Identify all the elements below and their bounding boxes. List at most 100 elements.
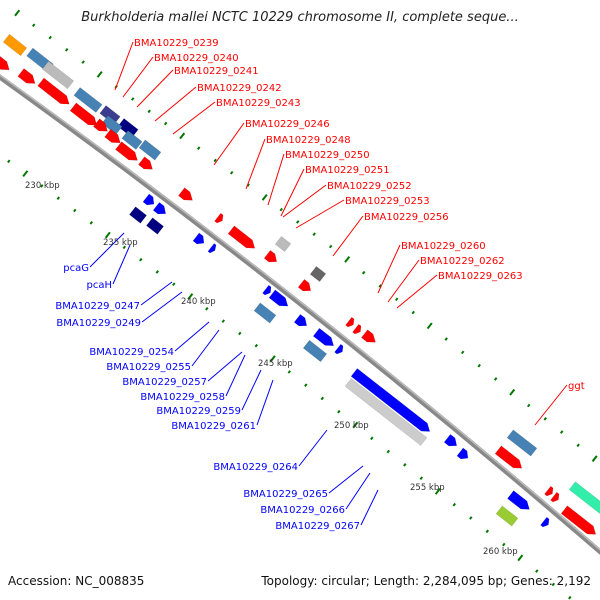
gene-feature[interactable] [227,225,258,252]
gene-label[interactable]: BMA10229_0261 [171,421,256,432]
gene-label[interactable]: BMA10229_0264 [213,462,298,473]
gene-feature[interactable] [138,139,162,161]
tick-mark [477,363,481,368]
gene-label[interactable]: BMA10229_0254 [89,347,174,358]
tick-mark [122,245,127,250]
backbone-highlight [0,74,600,551]
gene-label[interactable]: BMA10229_0246 [245,119,330,130]
gene-feature[interactable] [443,434,460,449]
tick-mark [22,170,29,177]
gene-label[interactable]: BMA10229_0256 [364,212,449,223]
gene-feature[interactable] [17,68,38,88]
label-leader-line [154,86,197,122]
gene-feature[interactable] [456,447,471,462]
gene-feature[interactable] [0,55,12,74]
gene-feature[interactable] [104,128,124,147]
gene-label[interactable]: BMA10229_0267 [275,521,360,532]
gene-feature[interactable] [263,250,280,265]
gene-label[interactable]: BMA10229_0257 [122,377,207,388]
tick-mark [14,9,21,17]
gene-feature[interactable] [568,481,600,515]
gene-feature[interactable] [146,217,164,235]
gene-label[interactable]: pcaG [63,263,89,274]
label-leader-line [256,379,274,426]
gene-feature[interactable] [312,327,336,349]
gene-feature[interactable] [69,102,100,129]
gene-feature[interactable] [41,60,75,90]
gene-label[interactable]: BMA10229_0240 [154,53,239,64]
gene-feature[interactable] [506,429,538,457]
gene-feature[interactable] [274,236,292,252]
gene-feature[interactable] [560,505,599,539]
gene-label[interactable]: BMA10229_0262 [420,256,505,267]
gene-feature[interactable] [262,284,274,297]
gene-feature[interactable] [309,266,327,282]
tick-mark [469,516,473,520]
gene-feature[interactable] [297,279,314,294]
gene-feature[interactable] [129,206,147,224]
gene-feature[interactable] [142,193,157,208]
gene-feature[interactable] [540,516,552,529]
gene-feature[interactable] [37,77,73,108]
ruler-label: 245 kbp [258,359,293,369]
gene-feature[interactable] [253,302,277,324]
gene-label[interactable]: BMA10229_0255 [106,362,191,373]
gene-feature[interactable] [494,445,525,472]
label-leader-line [140,281,173,306]
gene-label[interactable]: BMA10229_0266 [260,505,345,516]
gene-label[interactable]: BMA10229_0260 [401,241,486,252]
gene-feature[interactable] [2,33,28,57]
gene-label[interactable]: pcaH [87,280,113,291]
gene-label[interactable]: BMA10229_0263 [438,271,523,282]
gene-feature[interactable] [550,491,562,504]
gene-feature[interactable] [178,187,195,204]
gene-feature[interactable] [507,490,532,514]
gene-label[interactable]: ggt [568,381,585,392]
gene-feature[interactable] [352,323,364,336]
gene-feature[interactable] [302,339,328,363]
tick-mark [196,146,201,150]
tick-mark [361,270,366,275]
gene-feature[interactable] [73,87,103,113]
gene-feature[interactable] [207,243,218,255]
tick-mark [403,463,407,467]
gene-feature[interactable] [350,368,433,436]
tick-mark [543,416,547,421]
gene-label[interactable]: BMA10229_0242 [197,83,282,94]
gene-label[interactable]: BMA10229_0247 [55,301,140,312]
gene-label[interactable]: BMA10229_0265 [243,489,328,500]
gene-feature[interactable] [152,202,169,217]
gene-feature[interactable] [121,130,143,150]
gene-label[interactable]: BMA10229_0249 [56,318,141,329]
gene-label[interactable]: BMA10229_0259 [156,406,241,417]
gene-feature[interactable] [344,378,428,446]
gene-feature[interactable] [495,505,519,527]
tick-mark [493,377,498,381]
gene-feature[interactable] [115,141,140,165]
gene-feature[interactable] [293,314,310,329]
gene-feature[interactable] [93,118,110,135]
gene-label[interactable]: BMA10229_0252 [327,181,412,192]
gene-feature[interactable] [544,485,556,498]
gene-label[interactable]: BMA10229_0253 [345,196,430,207]
ruler-label: 260 kbp [483,547,518,557]
gene-label[interactable]: BMA10229_0243 [216,98,301,109]
tick-mark [419,476,424,480]
tick-mark [96,71,103,78]
tick-mark [279,207,283,212]
gene-label[interactable]: BMA10229_0258 [140,392,225,403]
gene-label[interactable]: BMA10229_0241 [174,66,259,77]
gene-feature[interactable] [214,212,226,225]
tick-mark [460,350,465,355]
gene-label[interactable]: BMA10229_0248 [266,135,351,146]
gene-feature[interactable] [268,289,291,310]
genome-backbone [0,74,600,555]
gene-label[interactable]: BMA10229_0250 [285,150,370,161]
gene-feature[interactable] [138,156,155,173]
gene-feature[interactable] [192,232,207,247]
gene-feature[interactable] [361,329,378,346]
gene-label[interactable]: BMA10229_0251 [305,165,390,176]
gene-feature[interactable] [345,316,357,329]
gene-feature[interactable] [334,343,346,356]
gene-label[interactable]: BMA10229_0239 [134,38,219,49]
